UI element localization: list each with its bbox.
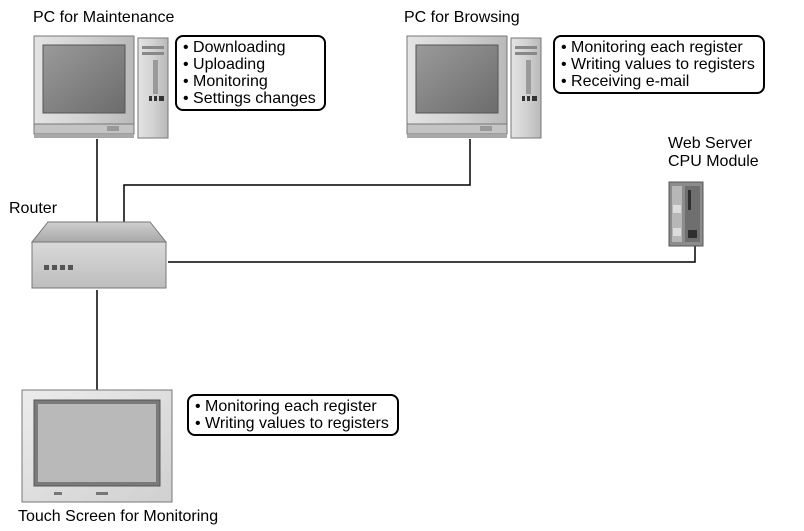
web-server-cpu-module-icon bbox=[668, 181, 704, 247]
pc-maintenance-icon bbox=[33, 35, 169, 139]
router-label: Router bbox=[9, 200, 58, 217]
task-item: Settings changes bbox=[183, 90, 316, 107]
link-browsing-router bbox=[123, 139, 471, 232]
browsing-tasks-callout: Monitoring each register Writing values … bbox=[553, 35, 765, 94]
touch-screen-icon bbox=[21, 389, 173, 503]
task-item: Writing values to registers bbox=[561, 56, 755, 73]
router-icon bbox=[30, 221, 168, 289]
task-item: Monitoring bbox=[183, 73, 316, 90]
touch-screen-label: Touch Screen for Monitoring bbox=[18, 508, 219, 525]
link-router-webserver bbox=[168, 245, 696, 263]
touch-screen-task-list: Monitoring each register Writing values … bbox=[195, 398, 389, 432]
pc-browsing-icon bbox=[406, 35, 542, 139]
pc-maintenance-label: PC for Maintenance bbox=[33, 9, 175, 26]
maintenance-tasks-callout: Downloading Uploading Monitoring Setting… bbox=[175, 35, 326, 111]
touch-screen-tasks-callout: Monitoring each register Writing values … bbox=[187, 394, 399, 436]
maintenance-task-list: Downloading Uploading Monitoring Setting… bbox=[183, 39, 316, 107]
pc-browsing-label: PC for Browsing bbox=[404, 9, 520, 26]
task-item: Writing values to registers bbox=[195, 415, 389, 432]
browsing-task-list: Monitoring each register Writing values … bbox=[561, 39, 755, 90]
task-item: Downloading bbox=[183, 39, 316, 56]
cpu-module-label: CPU Module bbox=[668, 153, 759, 170]
task-item: Monitoring each register bbox=[561, 39, 755, 56]
task-item: Uploading bbox=[183, 56, 316, 73]
connection-lines bbox=[96, 139, 696, 390]
task-item: Receiving e-mail bbox=[561, 73, 755, 90]
task-item: Monitoring each register bbox=[195, 398, 389, 415]
web-server-label: Web Server bbox=[668, 135, 753, 152]
